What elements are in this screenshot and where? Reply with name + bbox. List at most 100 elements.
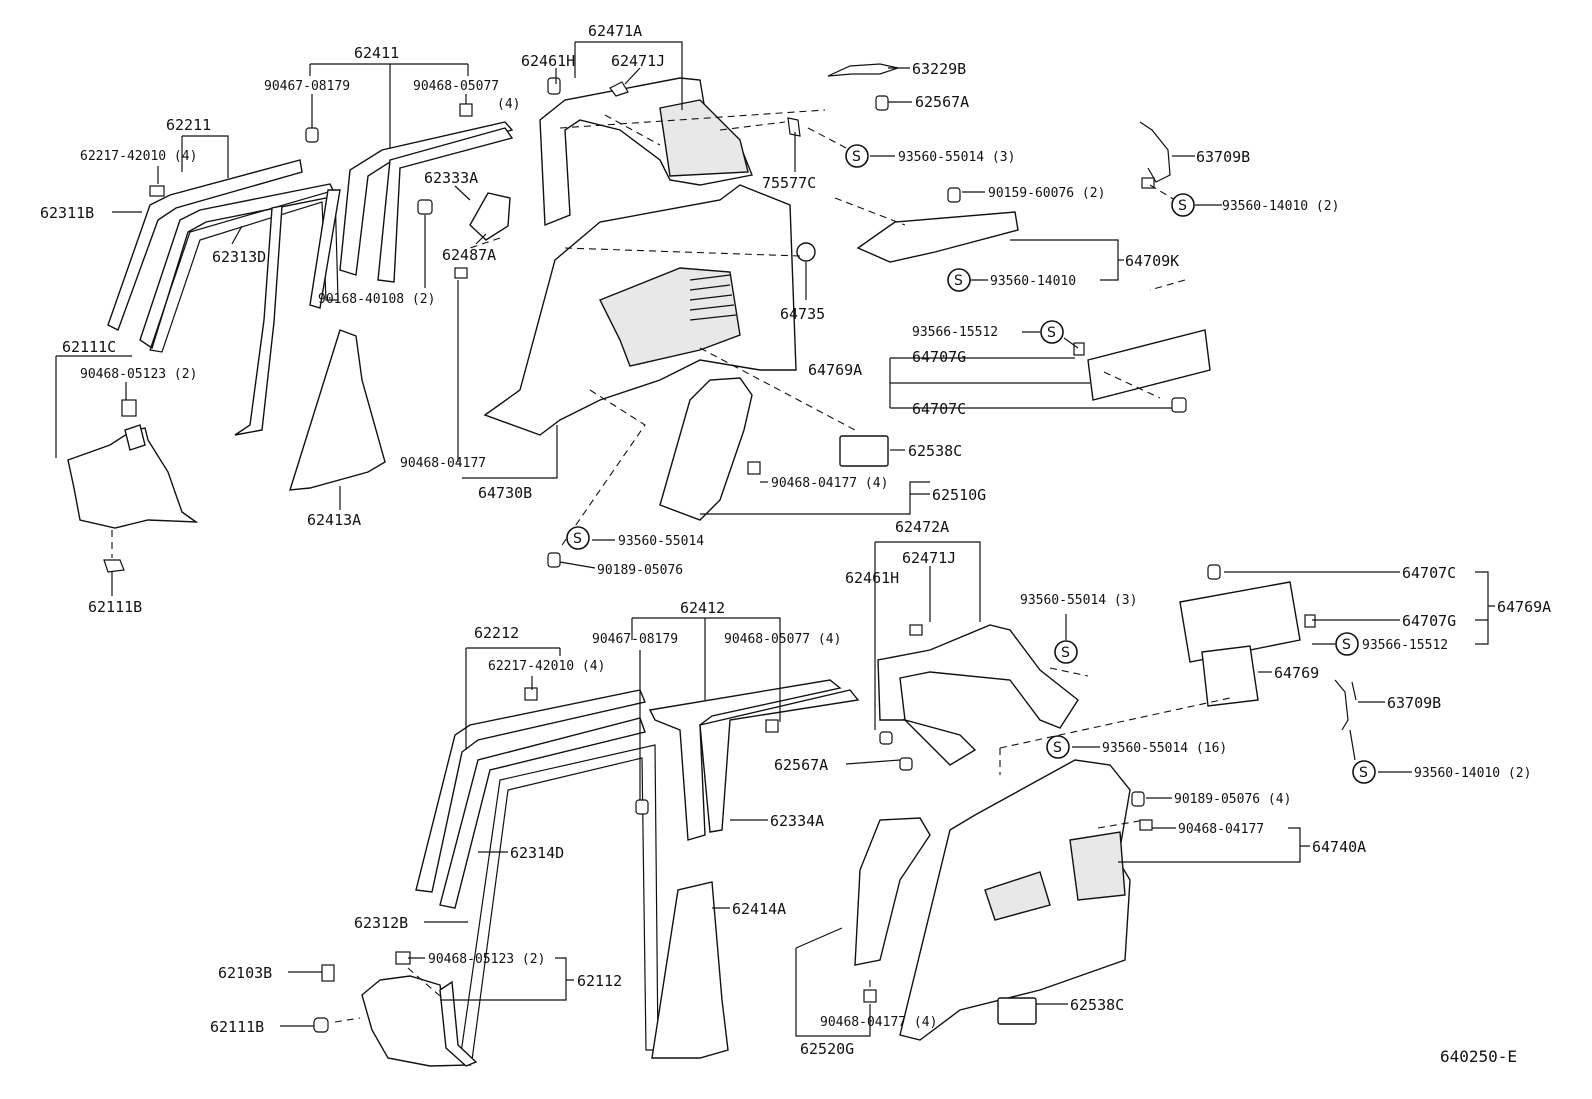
part-62487A-cover [417,192,511,241]
label-62567A-lower: 62567A [774,756,828,774]
label-93560-14010-2-lower: 93560-14010 (2) [1414,766,1531,781]
part-63709B-bracket-upper [1139,121,1171,183]
label-63709B-lower: 63709B [1387,694,1441,712]
diagram-code: 640250-E [1440,1047,1517,1066]
label-62411: 62411 [354,44,399,62]
part-62313D-weatherstrip [149,189,339,436]
part-62111B-clip-upper [103,530,125,573]
label-62111B-upper: 62111B [88,598,142,616]
screw-s-6: S [1342,637,1351,653]
label-64769: 64769 [1274,664,1319,682]
part-64769-box [1201,645,1259,707]
label-62487A: 62487A [442,246,496,264]
part-64709K-tray [856,211,1019,263]
label-62510G: 62510G [932,486,986,504]
label-90468-04177-4-lower: 90468-04177 (4) [820,1015,937,1030]
part-63709B-bracket-lower [1334,679,1357,731]
label-62311B: 62311B [40,204,94,222]
label-62538C-lower: 62538C [1070,996,1124,1014]
label-90468-04177-4-upper: 90468-04177 (4) [771,476,888,491]
label-62471J-lower: 62471J [902,549,956,567]
label-90468-05077-qty: (4) [497,97,520,112]
label-64769A-lower: 64769A [1497,598,1551,616]
label-64707G-upper: 64707G [912,348,966,366]
label-62312B: 62312B [354,914,408,932]
label-93560-55014-16: 93560-55014 (16) [1102,741,1227,756]
label-63229B: 63229B [912,60,966,78]
part-64769A-cover-lower [1179,581,1301,663]
screw-s-2: S [1178,198,1187,214]
screw-s-3: S [954,273,963,289]
label-62414A: 62414A [732,900,786,918]
label-75577C: 75577C [762,174,816,192]
label-90468-05123-2-lower: 90468-05123 (2) [428,952,545,967]
label-62111C: 62111C [62,338,116,356]
label-93560-14010: 93560-14010 [990,274,1076,289]
label-62471J-upper: 62471J [611,52,665,70]
label-93566-15512-upper: 93566-15512 [912,325,998,340]
clip-group-lower [313,564,1316,1033]
label-62461H-lower: 62461H [845,569,899,587]
screw-s-5: S [573,531,582,547]
screw-s-9: S [1359,765,1368,781]
label-63709B-upper: 63709B [1196,148,1250,166]
label-64769A-upper: 64769A [808,361,862,379]
label-64730B: 64730B [478,484,532,502]
label-90468-04177-lower: 90468-04177 [1178,822,1264,837]
label-90168-40108-2: 90168-40108 (2) [318,292,435,307]
part-62471A-upper-trim [539,77,753,227]
part-62510G-pillar-cover [659,377,753,521]
part-64740A-quarter-panel-lower [899,759,1131,1041]
label-64707G-lower: 64707G [1402,612,1456,630]
label-93560-55014-3-upper: 93560-55014 (3) [898,150,1015,165]
screw-s-8: S [1053,740,1062,756]
part-64730B-quarter-panel [483,184,797,436]
label-90468-05077-4-lower: 90468-05077 (4) [724,632,841,647]
label-62412: 62412 [680,599,725,617]
screw-symbols: S S S S S S S S S [566,144,1376,784]
part-62411-quarter-trim [309,121,514,309]
part-62414A-pillar-lower [651,881,729,1059]
clip-group-upper [149,77,1187,568]
part-labels: 62471A 62461H 62471J 63229B 62567A 62411… [40,22,1551,1058]
label-62334A: 62334A [770,812,824,830]
screw-s-1: S [852,149,861,165]
label-90468-05077-upper: 90468-05077 [413,79,499,94]
label-62103B: 62103B [218,964,272,982]
part-64769A-cover-upper [1087,329,1211,401]
part-62538C-cover-upper [839,435,889,467]
label-62217-42010-4-upper: 62217-42010 (4) [80,149,197,164]
screw-s-4: S [1047,325,1056,341]
label-62520G: 62520G [800,1040,854,1058]
label-90467-08179-lower: 90467-08179 [592,632,678,647]
label-90189-05076: 90189-05076 [597,563,683,578]
part-62212-pillar-trim-lower [415,689,646,909]
label-62472A: 62472A [895,518,949,536]
label-62461H-upper: 62461H [521,52,575,70]
part-62112-garnish [361,975,478,1067]
label-90468-05123-2-upper: 90468-05123 (2) [80,367,197,382]
label-93566-15512-lower: 93566-15512 [1362,638,1448,653]
part-62412-quarter-trim-lower [648,679,860,841]
part-63229B-bracket [827,63,901,77]
part-62520G-pillar-cover-lower [854,817,931,966]
label-64740A: 64740A [1312,838,1366,856]
label-62471A: 62471A [588,22,642,40]
label-62217-42010-4-lower: 62217-42010 (4) [488,659,605,674]
label-62538C-upper: 62538C [908,442,962,460]
part-64735-cap [796,242,816,262]
label-64707C-upper: 64707C [912,400,966,418]
label-90189-05076-4: 90189-05076 (4) [1174,792,1291,807]
label-64735: 64735 [780,305,825,323]
label-90468-04177-upper: 90468-04177 [400,456,486,471]
label-62212: 62212 [474,624,519,642]
label-93560-55014-3-lower: 93560-55014 (3) [1020,593,1137,608]
part-62472A-upper-trim-lower [877,624,1079,766]
leader-lines [55,41,1495,1037]
label-64707C-lower: 64707C [1402,564,1456,582]
label-62211: 62211 [166,116,211,134]
label-90159-60076-2: 90159-60076 (2) [988,186,1105,201]
part-62413A-pillar-lower [289,329,386,491]
label-93560-14010-2-upper: 93560-14010 (2) [1222,199,1339,214]
label-62112: 62112 [577,972,622,990]
